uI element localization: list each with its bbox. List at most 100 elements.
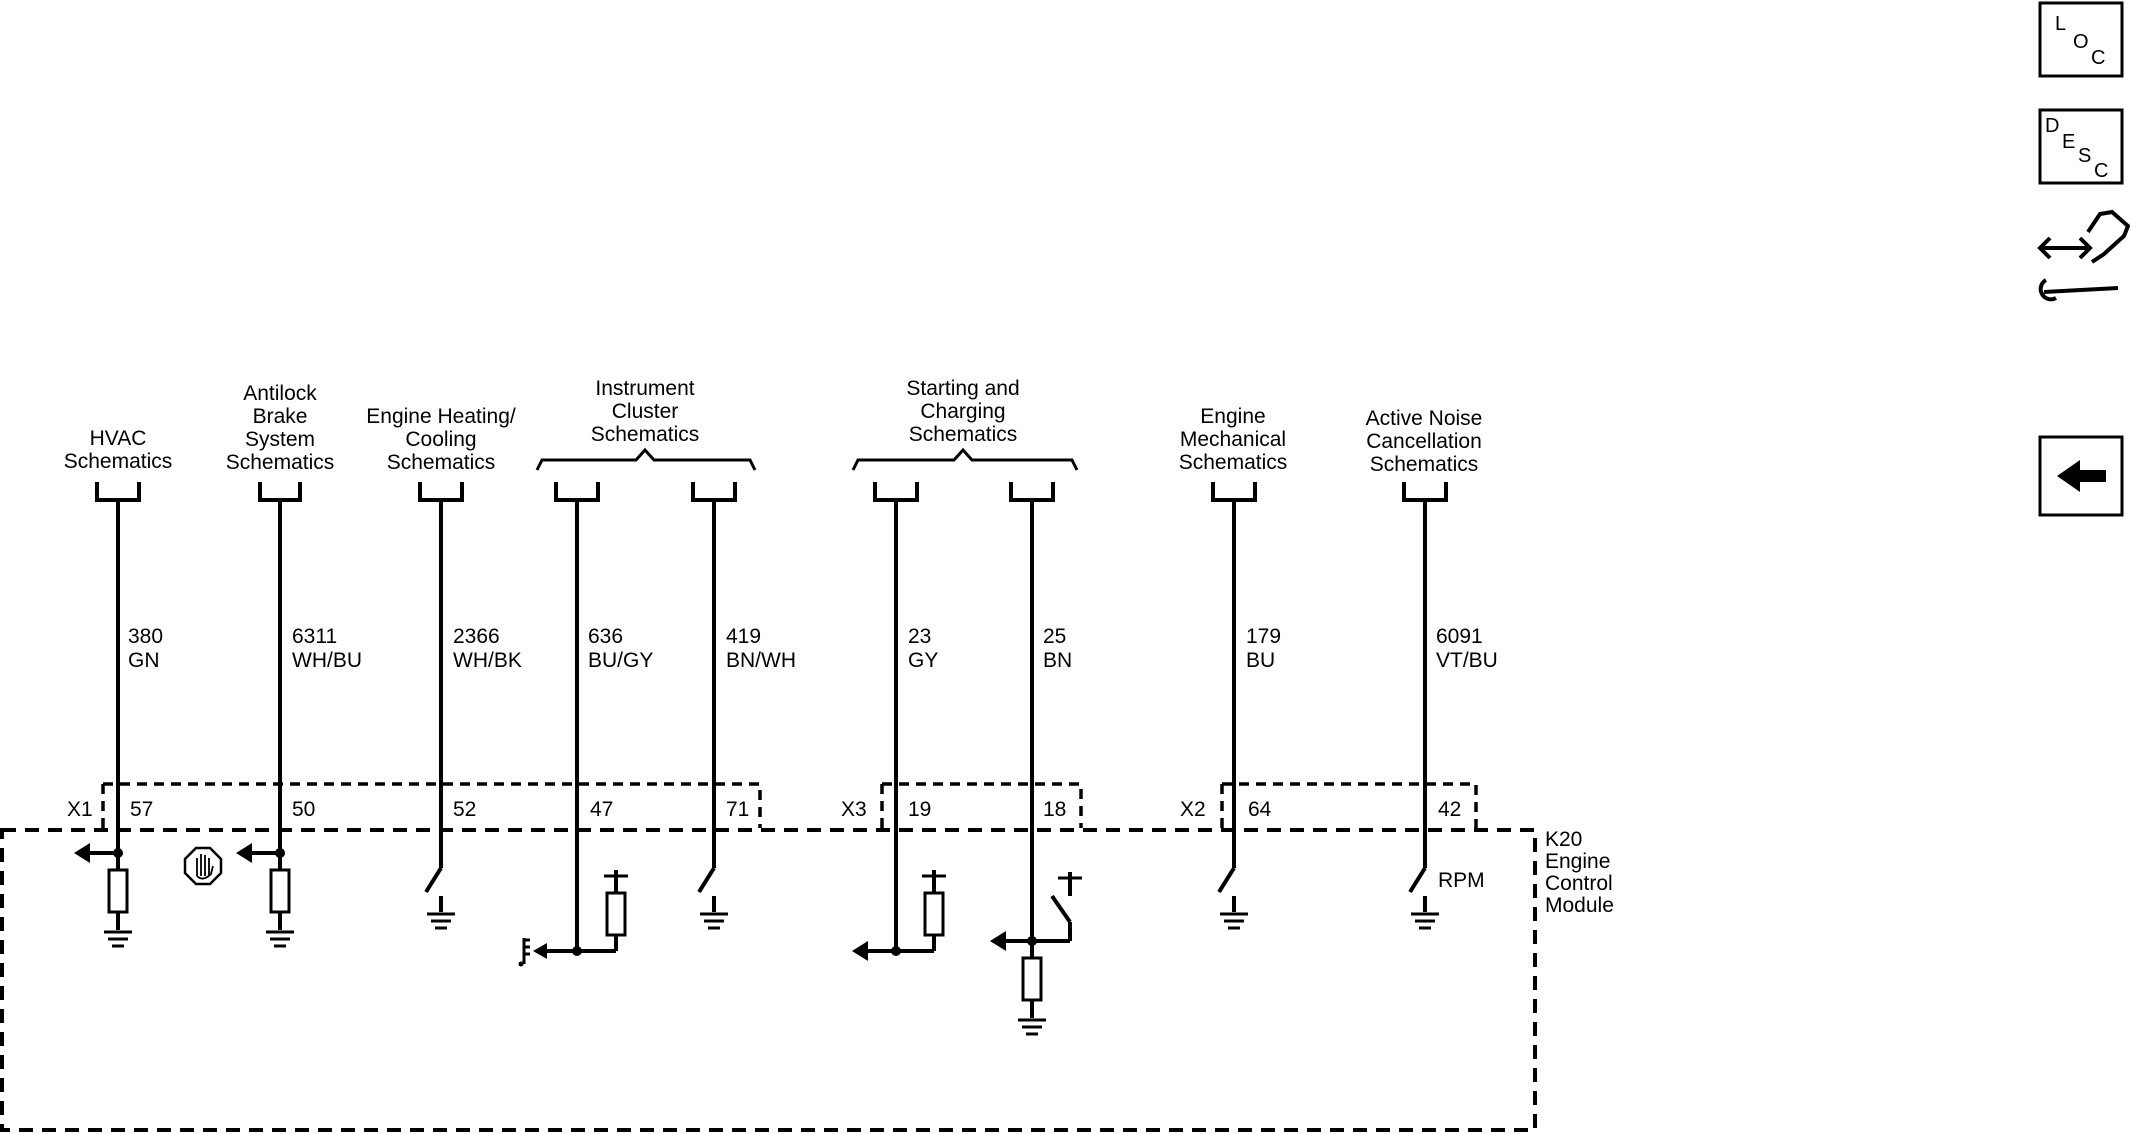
brace-instrument-cluster [535, 447, 757, 471]
desc-letter-c: C [2094, 160, 2108, 182]
svg-text:Engine Heating/: Engine Heating/ [366, 405, 516, 428]
svg-text:Mechanical: Mechanical [1180, 428, 1286, 451]
module-outline [0, 828, 1537, 1132]
label-engine-mechanical: Engine Mechanical Schematics [1179, 405, 1288, 474]
svg-text:Schematics: Schematics [1179, 451, 1288, 474]
connector-tools-icon[interactable] [2037, 209, 2130, 302]
svg-text:Antilock: Antilock [243, 382, 317, 405]
desc-letter-d: D [2045, 115, 2059, 137]
svg-text:Engine: Engine [1545, 850, 1610, 873]
svg-text:Module: Module [1545, 894, 1614, 917]
svg-text:Schematics: Schematics [387, 451, 496, 474]
pin-18: 18 [1043, 798, 1066, 821]
svg-text:636: 636 [588, 625, 623, 648]
ground-icon [1018, 1018, 1046, 1036]
module-label: K20 Engine Control Module [1545, 828, 1614, 917]
pin-64: 64 [1248, 798, 1272, 821]
svg-text:WH/BU: WH/BU [292, 649, 362, 672]
desc-letter-e: E [2062, 131, 2075, 153]
wire-label-6311: 6311 WH/BU [292, 625, 362, 672]
circuit-71-internal [697, 866, 728, 930]
svg-text:HVAC: HVAC [90, 427, 147, 450]
connector-x2-box [1220, 782, 1478, 828]
svg-text:WH/BK: WH/BK [453, 649, 522, 672]
pin-47: 47 [590, 798, 613, 821]
wire-label-636: 636 BU/GY [588, 625, 653, 672]
svg-text:6091: 6091 [1436, 625, 1483, 648]
desc-letter-s: S [2078, 145, 2091, 167]
svg-text:Cluster: Cluster [612, 400, 679, 423]
label-hvac: HVAC Schematics [64, 427, 173, 473]
circuit-42-internal: RPM [1408, 866, 1485, 930]
wire-label-380: 380 GN [128, 625, 163, 672]
connector-x1-box [101, 782, 762, 828]
svg-text:25: 25 [1043, 625, 1066, 648]
loc-button[interactable]: L O C [2038, 1, 2124, 78]
svg-text:Schematics: Schematics [226, 451, 335, 474]
svg-text:GN: GN [128, 649, 160, 672]
circuit-18-internal [990, 872, 1082, 1036]
svg-text:2366: 2366 [453, 625, 500, 648]
brace-starting-charging [851, 447, 1079, 471]
circuit-19-internal [852, 870, 946, 961]
pin-50: 50 [292, 798, 315, 821]
loc-letter-l: L [2055, 13, 2066, 35]
svg-text:Cancellation: Cancellation [1366, 430, 1482, 453]
pin-19: 19 [908, 798, 931, 821]
svg-text:Instrument: Instrument [595, 377, 694, 400]
esd-hand-icon [183, 846, 223, 886]
ground-icon [266, 930, 294, 948]
back-arrow-icon [2057, 460, 2106, 492]
connector-x3-box [880, 782, 1083, 828]
svg-text:Schematics: Schematics [1370, 453, 1479, 476]
label-active-noise: Active Noise Cancellation Schematics [1366, 407, 1483, 476]
loc-letter-c: C [2091, 47, 2105, 69]
wire-label-25: 25 BN [1043, 625, 1072, 672]
label-instrument-cluster: Instrument Cluster Schematics [591, 377, 700, 446]
ground-icon [1220, 912, 1248, 930]
svg-text:BN: BN [1043, 649, 1072, 672]
svg-text:Active Noise: Active Noise [1366, 407, 1483, 430]
wire-label-2366: 2366 WH/BK [453, 625, 522, 672]
label-abs: Antilock Brake System Schematics [226, 382, 335, 474]
wire-label-6091: 6091 VT/BU [1436, 625, 1498, 672]
pin-52: 52 [453, 798, 476, 821]
ground-icon [1411, 912, 1439, 930]
svg-text:Schematics: Schematics [591, 423, 700, 446]
svg-text:Charging: Charging [920, 400, 1005, 423]
svg-text:Schematics: Schematics [909, 423, 1018, 446]
svg-text:K20: K20 [1545, 828, 1582, 851]
svg-text:BU/GY: BU/GY [588, 649, 653, 672]
circuit-47-internal [518, 870, 628, 967]
svg-text:BN/WH: BN/WH [726, 649, 796, 672]
svg-text:23: 23 [908, 625, 931, 648]
svg-text:6311: 6311 [292, 625, 337, 648]
svg-text:419: 419 [726, 625, 761, 648]
wire-label-23: 23 GY [908, 625, 938, 672]
wire-label-179: 179 BU [1246, 625, 1281, 672]
ground-icon [700, 912, 728, 930]
svg-text:VT/BU: VT/BU [1436, 649, 1498, 672]
svg-text:Engine: Engine [1200, 405, 1265, 428]
svg-text:Starting and: Starting and [906, 377, 1019, 400]
back-button[interactable] [2038, 435, 2124, 517]
pin-71: 71 [726, 798, 749, 821]
circuit-50-internal [183, 843, 294, 948]
svg-text:BU: BU [1246, 649, 1275, 672]
wire-group [95, 482, 1448, 958]
svg-text:Brake: Brake [253, 405, 308, 428]
svg-text:Cooling: Cooling [405, 428, 476, 451]
connector-x2-label: X2 [1180, 798, 1206, 821]
desc-button[interactable]: D E S C [2038, 108, 2124, 185]
svg-text:179: 179 [1246, 625, 1281, 648]
rpm-label: RPM [1438, 869, 1485, 892]
connector-x1-label: X1 [67, 798, 93, 821]
circuit-64-internal [1217, 866, 1248, 930]
pin-42: 42 [1438, 798, 1461, 821]
svg-text:System: System [245, 428, 315, 451]
ground-icon [104, 930, 132, 948]
pin-57: 57 [130, 798, 153, 821]
svg-text:Control: Control [1545, 872, 1613, 895]
svg-text:380: 380 [128, 625, 163, 648]
